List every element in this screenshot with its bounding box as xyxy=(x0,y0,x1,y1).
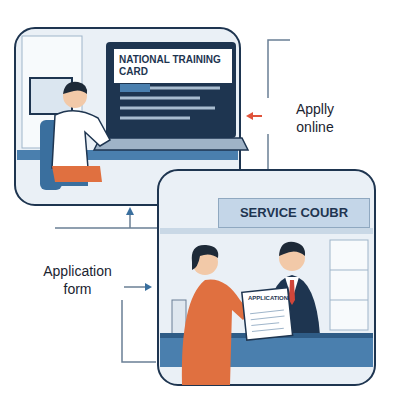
clerk-tie xyxy=(289,280,295,305)
step-label: Application form xyxy=(30,262,125,298)
beam xyxy=(160,228,373,234)
arrow-head xyxy=(246,112,253,120)
person-hair xyxy=(63,82,87,94)
text-box: NATIONAL TRAINING CARD xyxy=(114,49,232,83)
screen-lines xyxy=(120,88,220,118)
arrow xyxy=(124,286,145,288)
laptop-lid xyxy=(106,42,236,138)
window xyxy=(330,240,368,330)
text-box: SERVICE COUBR xyxy=(218,198,370,228)
step-label: Applly online xyxy=(280,100,350,136)
bracket-line xyxy=(268,40,290,98)
box-text: NATIONAL TRAINING CARD xyxy=(119,54,227,78)
arrow-head xyxy=(145,283,152,291)
bracket-line xyxy=(122,300,156,362)
person-shorts xyxy=(52,166,102,182)
arrow-head xyxy=(126,207,134,215)
screen-field xyxy=(120,84,150,92)
laptop-base xyxy=(94,138,248,150)
text-box: APPLICATION xyxy=(245,292,292,306)
customer-hair xyxy=(192,245,218,270)
customer-shirt xyxy=(182,279,250,385)
box-text: APPLICATION xyxy=(247,294,290,302)
panel xyxy=(158,170,375,385)
link-line xyxy=(55,227,158,229)
form-sheet xyxy=(242,288,293,341)
box-text: SERVICE COUBR xyxy=(225,205,363,221)
person-shirt xyxy=(52,111,110,168)
link-line xyxy=(129,214,131,228)
form-lines xyxy=(250,310,286,331)
pen-holder xyxy=(172,300,186,334)
shelf xyxy=(330,270,368,300)
clerk-hair xyxy=(279,242,305,256)
